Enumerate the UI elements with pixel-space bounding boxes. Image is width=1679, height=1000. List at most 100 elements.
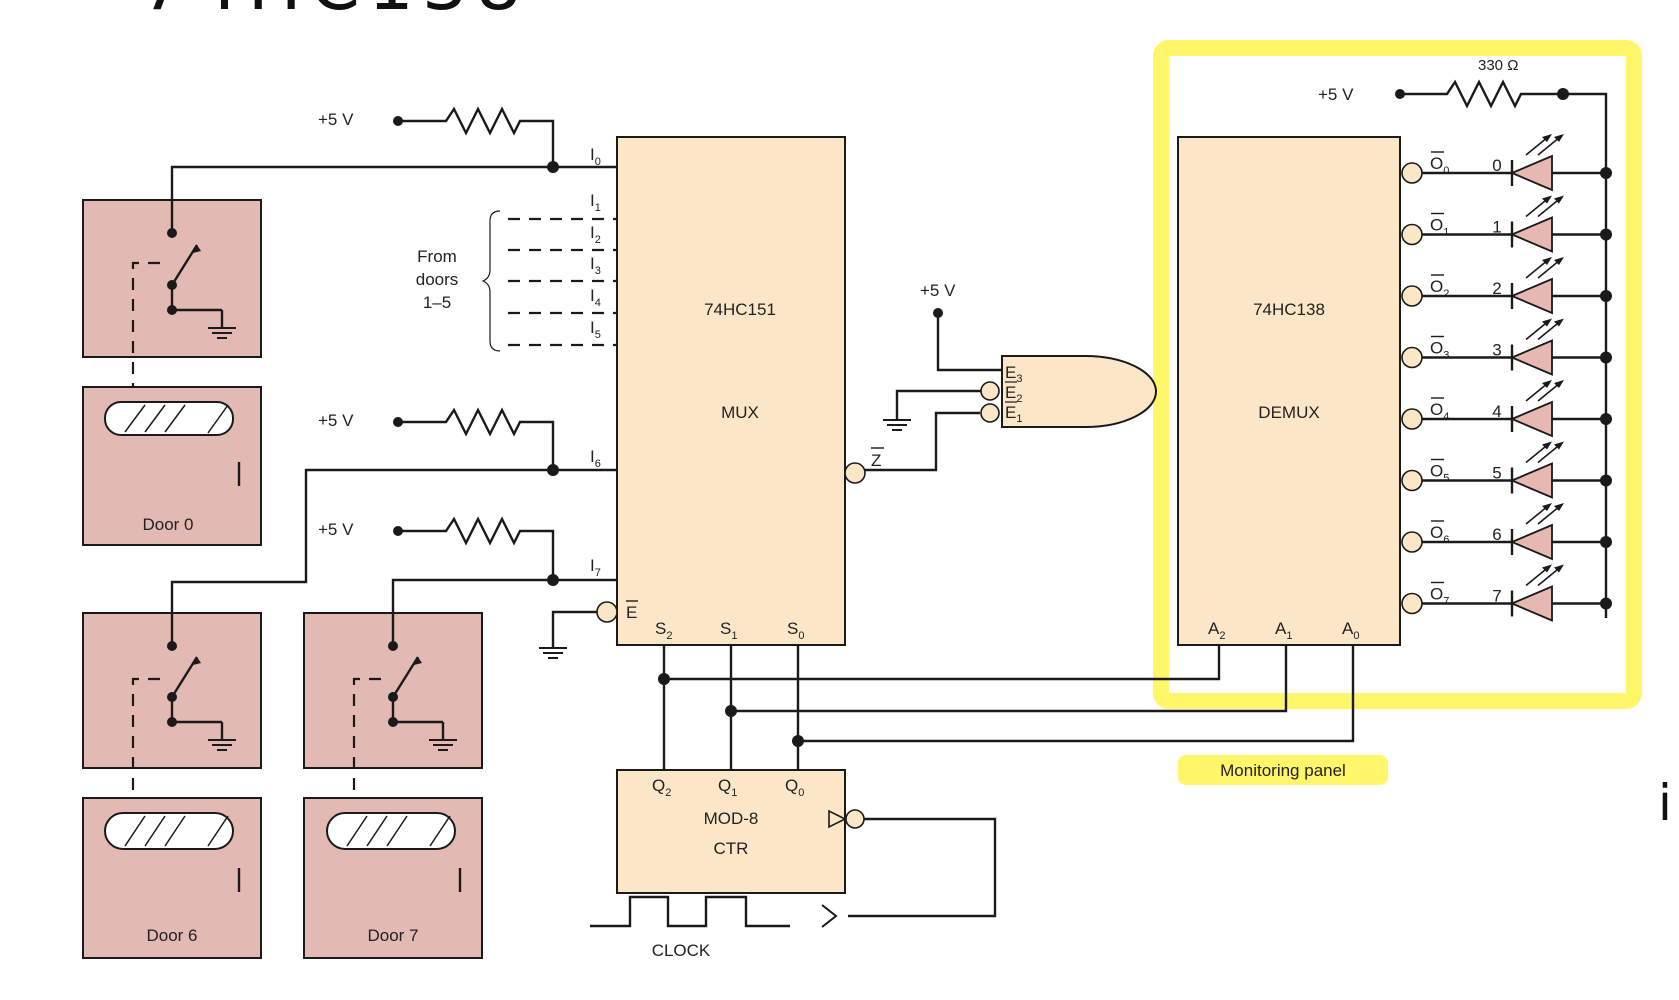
led-icon — [1509, 585, 1553, 622]
pullup-i7: +5 V — [318, 516, 617, 646]
demux-output-6: O6 6 — [1401, 503, 1612, 561]
output-bubble — [1401, 531, 1423, 553]
led-number: 6 — [1492, 525, 1501, 544]
mux-enable-label: E — [626, 603, 637, 622]
svg-text:+5 V: +5 V — [920, 281, 956, 300]
svg-text:CTR: CTR — [714, 839, 749, 858]
svg-text:+5 V: +5 V — [318, 411, 354, 430]
output-bubble — [1401, 223, 1423, 246]
svg-text:I5: I5 — [590, 318, 601, 341]
svg-text:I2: I2 — [590, 223, 601, 246]
svg-text:1–5: 1–5 — [423, 293, 451, 312]
svg-text:Q2: Q2 — [652, 776, 671, 799]
enable-and-gate: +5 V E3 E2 E1 — [883, 281, 1157, 431]
led-icon — [1509, 154, 1553, 192]
mux-part-number: 74HC151 — [704, 300, 776, 319]
mux-chip: 74HC151 MUX E S2 S1 S0 Z — [539, 136, 980, 659]
svg-text:330 Ω: 330 Ω — [1478, 57, 1518, 74]
demux-output-2: O2 2 — [1401, 257, 1612, 315]
svg-text:I4: I4 — [590, 286, 601, 309]
led-icon — [1509, 523, 1553, 561]
svg-text:+5 V: +5 V — [318, 520, 354, 539]
demux-output-3: O3 3 — [1401, 318, 1612, 376]
led-number: 0 — [1492, 156, 1501, 175]
output-bubble — [1401, 592, 1423, 615]
demux-output-label: O4 — [1430, 400, 1449, 423]
demux-output-label: O5 — [1430, 462, 1449, 485]
demux-output-label: O2 — [1430, 277, 1449, 300]
svg-text:+5 V: +5 V — [1318, 85, 1354, 104]
svg-text:I7: I7 — [590, 556, 601, 579]
mux-input-labels: I0 I1 I2 I3 I4 I5 I6 I7 — [590, 145, 601, 579]
pullup-i0: +5 V — [170, 106, 617, 233]
demux-output-label: O7 — [1430, 585, 1449, 608]
door-0-switch — [131, 228, 236, 387]
svg-text:I6: I6 — [590, 447, 601, 470]
svg-text:Q1: Q1 — [718, 776, 737, 799]
svg-text:Q0: Q0 — [785, 776, 804, 799]
demux-name: DEMUX — [1258, 403, 1319, 422]
door-0: Door 0 — [82, 199, 262, 546]
door-6-label: Door 6 — [146, 926, 197, 945]
mod8-counter: Q2 Q1 Q0 MOD-8 CTR — [616, 769, 997, 928]
svg-text:S2: S2 — [655, 619, 672, 642]
svg-text:S1: S1 — [720, 619, 737, 642]
door-7-label: Door 7 — [367, 926, 418, 945]
door-6-switch — [131, 641, 236, 798]
led-number: 3 — [1492, 341, 1501, 360]
svg-text:+5 V: +5 V — [318, 110, 354, 129]
demux-output-label: O3 — [1430, 339, 1449, 362]
demux-output-0: O0 0 — [1401, 134, 1612, 192]
led-supply: +5 V 330 Ω — [1318, 57, 1608, 618]
svg-text:E1: E1 — [1005, 403, 1022, 425]
page-title-fragment: 74HC138 — [140, 0, 529, 26]
door-0-label: Door 0 — [142, 515, 193, 534]
mux-output-label: Z — [871, 451, 881, 470]
demux-output-4: O4 4 — [1401, 380, 1612, 438]
svg-text:Monitoring panel: Monitoring panel — [1220, 761, 1346, 780]
pullup-i6: +5 V — [170, 407, 617, 646]
demux-part-number: 74HC138 — [1253, 300, 1325, 319]
led-number: 1 — [1492, 218, 1501, 237]
monitoring-panel-highlight — [1153, 40, 1642, 709]
led-icon — [1509, 400, 1553, 438]
svg-text:A2: A2 — [1208, 619, 1225, 642]
svg-text:E2: E2 — [1005, 383, 1022, 405]
led-number: 2 — [1492, 279, 1501, 298]
led-number: 5 — [1492, 464, 1501, 483]
output-bubble — [1401, 162, 1423, 184]
svg-text:A1: A1 — [1275, 619, 1292, 642]
svg-text:I3: I3 — [590, 254, 601, 277]
led-icon — [1509, 216, 1553, 253]
led-icon — [1509, 462, 1553, 499]
monitoring-panel-label: Monitoring panel — [1178, 755, 1388, 785]
svg-text:doors: doors — [416, 270, 459, 289]
demux-output-label: O6 — [1430, 523, 1449, 546]
demux-output-5: O5 5 — [1401, 441, 1612, 499]
svg-text:A0: A0 — [1342, 619, 1359, 642]
led-icon — [1509, 277, 1553, 315]
svg-text:MOD-8: MOD-8 — [704, 809, 759, 828]
svg-text:I1: I1 — [590, 191, 601, 214]
svg-text:I0: I0 — [590, 145, 601, 168]
mux-name: MUX — [721, 403, 759, 422]
door-6: Door 6 — [82, 612, 262, 959]
from-doors-1-5: From doors 1–5 — [416, 210, 617, 352]
output-bubble — [1401, 408, 1423, 430]
led-icon — [1509, 339, 1553, 376]
demux-output-label: O0 — [1430, 154, 1449, 177]
svg-text:CLOCK: CLOCK — [652, 941, 711, 960]
door-7: Door 7 — [303, 612, 483, 959]
clock-waveform: CLOCK — [590, 895, 790, 960]
svg-text:E3: E3 — [1005, 363, 1022, 385]
demux-chip: 74HC138 DEMUX A2 A1 A0 — [1177, 136, 1401, 646]
edge-text: i — [1658, 774, 1672, 832]
led-number: 4 — [1492, 402, 1501, 421]
select-bus — [658, 645, 1355, 770]
output-bubble — [1401, 285, 1423, 307]
output-bubble — [1401, 469, 1423, 492]
